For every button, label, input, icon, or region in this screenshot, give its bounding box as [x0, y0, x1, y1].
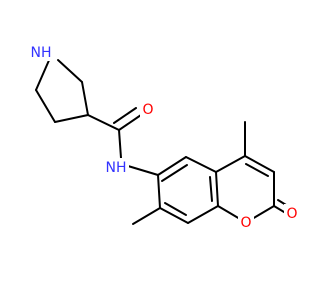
- bond-c3-c4: [54, 114, 89, 123]
- bond-c4a-c8a: [215, 171, 219, 207]
- bond-c4-camide: [87, 114, 120, 131]
- bond-c4a-c4: [215, 155, 246, 173]
- bond-camide-o-a: [118, 114, 142, 131]
- bond-c2-c3: [35, 89, 56, 123]
- molecule-canvas: NH O NH O O: [30, 45, 298, 231]
- bond-n1-c2: [35, 57, 51, 91]
- ring-o-label: O: [240, 215, 251, 231]
- bond-c4-c3: [244, 155, 275, 173]
- carbonyl-o-label: O: [286, 206, 297, 222]
- pyrrolidine-nh-label: NH: [31, 45, 52, 61]
- bond-c6-c5a-inner: [161, 164, 188, 182]
- bond-c5a-c4a: [185, 156, 217, 173]
- amide-o-label: O: [142, 102, 153, 118]
- bond-c2-o1: [251, 205, 275, 220]
- bond-c4a-c8a-inner: [209, 176, 213, 202]
- bond-c7-c6: [157, 174, 161, 209]
- bond-camide-o-b: [113, 107, 137, 124]
- bond-c4-c5: [81, 81, 89, 116]
- bond-c8-c7-inner: [164, 202, 187, 216]
- bond-c5-n1: [57, 59, 83, 83]
- amide-nh-label: NH: [106, 160, 127, 176]
- bond-c8-c7: [159, 207, 189, 224]
- structure-diagram: NH O NH O O: [30, 45, 298, 231]
- bond-c4-c3-inner: [245, 163, 269, 177]
- bond-camide-n: [118, 129, 122, 159]
- bond-n-c6: [127, 165, 159, 176]
- bond-c6-c5a: [157, 156, 187, 176]
- bond-o1-c8a: [217, 205, 241, 220]
- bond-c8a-c8: [187, 205, 219, 224]
- bond-c7-methyl: [132, 207, 161, 225]
